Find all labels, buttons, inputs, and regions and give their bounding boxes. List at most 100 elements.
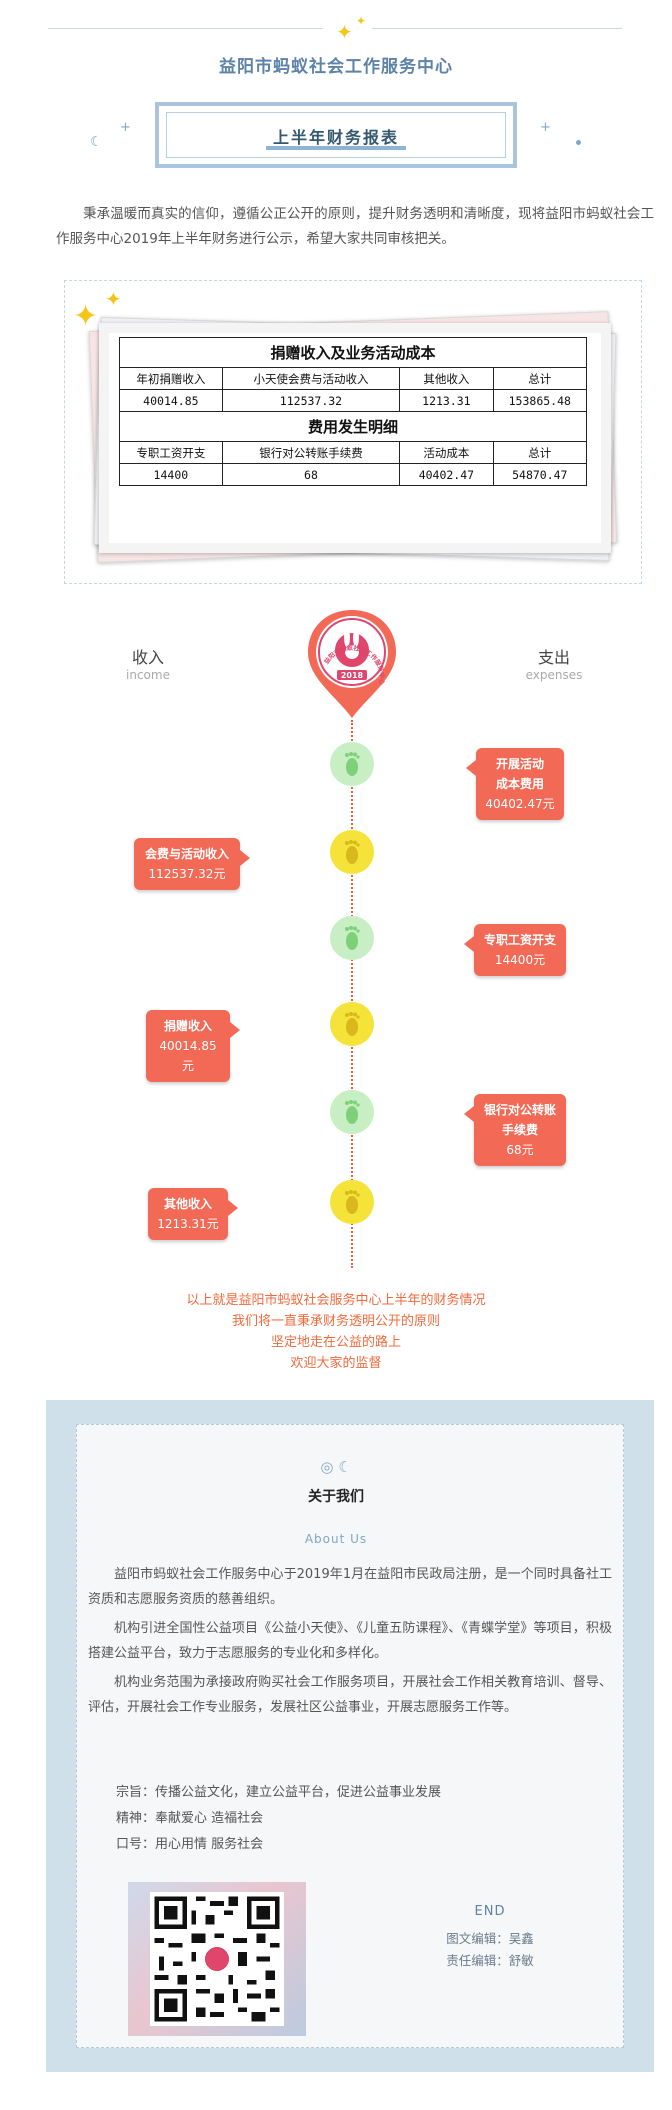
end-label: END: [474, 1904, 506, 1919]
bubble-title: 专职工资开支: [483, 933, 556, 947]
table-header-cell: 总计: [492, 441, 588, 464]
bubble-title: 银行对公转账: [483, 1103, 556, 1117]
summary-text: 以上就是益阳市蚂蚁社会服务中心上半年的财务情况 我们将一直秉承财务透明公开的原则…: [0, 1290, 672, 1374]
plus-sparkle-icon: +: [120, 120, 131, 135]
header-divider-left: [48, 28, 323, 29]
sparkle-star-icon: ✦: [336, 20, 353, 44]
bubble-amount: 1213.31元: [157, 1217, 219, 1231]
footprint-icon: [345, 1190, 360, 1214]
table-cell: 40402.47: [399, 463, 494, 486]
qr-code-icon: [150, 1892, 284, 2026]
finance-table-card: ✦ ✦ 捐赠收入及业务活动成本 年初捐赠收入 小天使会费与活动收入 其他收入 总…: [64, 280, 642, 584]
org-title: 益阳市蚂蚁社会工作服务中心: [219, 57, 453, 77]
table-header-cell: 专职工资开支: [119, 441, 223, 464]
title-frame-inner: [166, 112, 506, 158]
timeline-node-yellow: [330, 1180, 374, 1224]
sparkle-star-small-icon: ✦: [105, 287, 122, 311]
bubble-amount: 40014.85元: [159, 1039, 217, 1073]
table-cell: 153865.48: [492, 389, 588, 412]
header-divider-right: [372, 28, 622, 29]
title-frame-outer: [155, 102, 517, 168]
circle-dot-icon: ◎: [320, 1458, 334, 1476]
timeline-node-green: [330, 742, 374, 786]
footprint-icon: [345, 1012, 360, 1036]
income-bubble-membership: 会费与活动收入 112537.32元: [134, 838, 250, 890]
crescent-moon-icon: ☾: [90, 134, 103, 150]
table-row: 捐赠收入及业务活动成本: [119, 337, 587, 368]
income-bubble-donation: 捐赠收入 40014.85元: [146, 1010, 240, 1082]
section2-title: 费用发生明细: [119, 411, 587, 442]
bubble-amount: 68元: [506, 1143, 534, 1157]
table-header-cell: 其他收入: [399, 367, 494, 390]
bubble-amount: 40402.47元: [485, 797, 555, 811]
table-header-cell: 银行对公转账手续费: [221, 441, 401, 464]
about-purpose: 宗旨：传播公益文化，建立公益平台，促进公益事业发展: [116, 1785, 442, 1800]
table-header-cell: 总计: [492, 367, 588, 390]
table-cell: 40014.85: [119, 389, 223, 412]
table-row: 年初捐赠收入 小天使会费与活动收入 其他收入 总计: [119, 367, 588, 390]
about-paragraph-1: 益阳市蚂蚁社会工作服务中心于2019年1月在益阳市民政局注册，是一个同时具备社工…: [88, 1567, 612, 1607]
table-cell: 112537.32: [221, 389, 401, 412]
section1-title: 捐赠收入及业务活动成本: [119, 337, 587, 368]
about-spirit: 精神：奉献爱心 造福社会: [116, 1811, 264, 1826]
timeline-node-yellow: [330, 830, 374, 874]
finance-table: 捐赠收入及业务活动成本 年初捐赠收入 小天使会费与活动收入 其他收入 总计 40…: [119, 337, 588, 486]
intro-paragraph: 秉承温暖而真实的信仰，遵循公正公开的原则，提升财务透明和清晰度，现将益阳市蚂蚁社…: [56, 206, 654, 247]
crescent-moon-icon: ☾: [338, 1458, 352, 1476]
sparkle-star-small-icon: ✦: [356, 14, 367, 28]
expense-bubble-bank-fee: 银行对公转账 手续费 68元: [464, 1094, 566, 1166]
bubble-amount: 14400元: [494, 953, 546, 967]
table-row: 专职工资开支 银行对公转账手续费 活动成本 总计: [119, 441, 588, 464]
bubble-amount: 112537.32元: [148, 867, 226, 881]
table-cell: 14400: [119, 463, 223, 486]
bubble-title: 捐赠收入: [163, 1019, 212, 1033]
chief-editor-credit: 责任编辑：舒敏: [446, 1953, 534, 1968]
table-header-cell: 年初捐赠收入: [119, 367, 223, 390]
expense-bubble-salary: 专职工资开支 14400元: [464, 924, 566, 976]
header: ✦ ✦ 益阳市蚂蚁社会工作服务中心 ☾ + + 上半年财务报表: [0, 0, 672, 200]
qr-center-logo: [204, 1946, 230, 1972]
income-bubble-other: 其他收入 1213.31元: [148, 1188, 238, 1240]
expenses-label: 支出: [537, 648, 570, 667]
table-header-cell: 小天使会费与活动收入: [221, 367, 401, 390]
title-underline-bar: [266, 146, 406, 150]
timeline-line: [351, 720, 353, 1268]
footprint-icon: [345, 752, 360, 776]
summary-line: 坚定地走在公益的路上: [270, 1335, 401, 1350]
timeline-node-green: [330, 916, 374, 960]
about-title: 关于我们: [308, 1489, 364, 1505]
logo-pin: 益阳市蚂蚁社会工作服务中心 2018: [308, 610, 396, 718]
editor-credit: 图文编辑：吴鑫: [446, 1931, 534, 1946]
report-title: 上半年财务报表: [272, 128, 399, 147]
timeline-node-yellow: [330, 1002, 374, 1046]
expense-bubble-activity-cost: 开展活动 成本费用 40402.47元: [466, 748, 564, 820]
footprint-icon: [345, 926, 360, 950]
expenses-en-label: expenses: [525, 668, 583, 682]
table-cell: 54870.47: [492, 463, 588, 486]
summary-line: 以上就是益阳市蚂蚁社会服务中心上半年的财务情况: [186, 1293, 486, 1308]
summary-line: 欢迎大家的监督: [290, 1356, 382, 1371]
table-row: 40014.85 112537.32 1213.31 153865.48: [119, 389, 588, 412]
table-header-cell: 活动成本: [399, 441, 494, 464]
table-cell: 1213.31: [399, 389, 494, 412]
table-row: 费用发生明细: [119, 411, 587, 442]
about-paragraph-3: 机构业务范围为承接政府购买社会工作服务项目，开展社会工作相关教育培训、督导、评估…: [88, 1675, 612, 1715]
bubble-title: 其他收入: [163, 1197, 212, 1211]
bubble-title: 手续费: [501, 1123, 538, 1137]
bubble-title: 开展活动: [495, 757, 544, 771]
table-cell: 68: [221, 463, 401, 486]
income-label: 收入: [131, 648, 164, 667]
sparkle-star-icon: ✦: [73, 299, 99, 334]
footprint-icon: [345, 1100, 360, 1124]
table-row: 14400 68 40402.47 54870.47: [119, 463, 588, 486]
bubble-title: 会费与活动收入: [144, 847, 229, 861]
summary-line: 我们将一直秉承财务透明公开的原则: [231, 1314, 440, 1329]
dot-decoration: [576, 140, 581, 145]
bubble-title: 成本费用: [495, 777, 544, 791]
footprint-icon: [345, 840, 360, 864]
about-title-en: About Us: [304, 1532, 368, 1546]
income-en-label: income: [126, 668, 170, 682]
logo-year: 2018: [341, 671, 364, 680]
timeline-node-green: [330, 1090, 374, 1134]
about-slogan: 口号：用心用情 服务社会: [116, 1837, 264, 1852]
